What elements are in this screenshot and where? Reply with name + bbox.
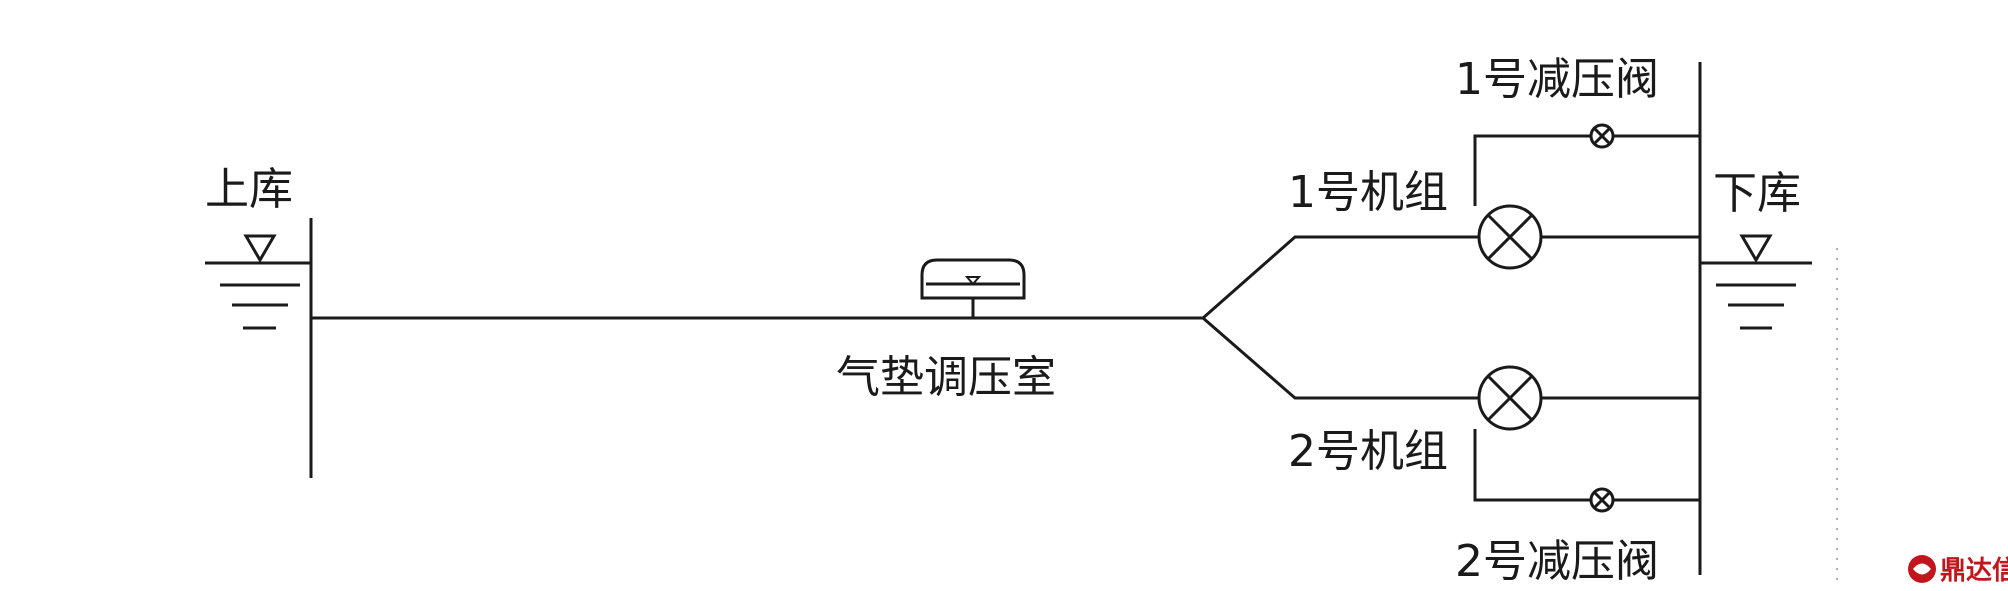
surge-chamber-tank bbox=[920, 258, 1026, 300]
lower-water-level-icon bbox=[1739, 234, 1773, 263]
prv-2-bypass-line bbox=[1473, 429, 1700, 502]
watermark-text: 鼎达信 bbox=[1940, 556, 2008, 586]
watermark-logo-mark bbox=[1913, 563, 1931, 575]
unit-1-circle bbox=[1477, 204, 1543, 270]
unit-2-turbine bbox=[1477, 365, 1543, 431]
surge-chamber-label: 气垫调压室 bbox=[836, 352, 1056, 403]
branch-unit-2 bbox=[1202, 316, 1478, 400]
air-cushion-surge-chamber bbox=[920, 258, 1026, 318]
prv-2-valve bbox=[1589, 487, 1615, 513]
unit-2-circle bbox=[1477, 365, 1543, 431]
unit-1-label: 1号机组 bbox=[1288, 167, 1448, 218]
surge-chamber-level-icon bbox=[964, 276, 982, 286]
upper-water-level-icon bbox=[243, 234, 277, 263]
prv-1-bypass-line bbox=[1473, 134, 1700, 206]
branch-unit-1 bbox=[1202, 235, 1478, 320]
watermark: 鼎达信 bbox=[1908, 555, 2008, 586]
upper-reservoir bbox=[205, 218, 313, 478]
prv-1-cross-b bbox=[1592, 126, 1612, 146]
lower-reservoir bbox=[1698, 62, 1812, 575]
prv-2-label: 2号减压阀 bbox=[1455, 536, 1659, 587]
upper-reservoir-label: 上库 bbox=[205, 164, 293, 215]
unit-1-cross-b bbox=[1486, 213, 1534, 261]
unit-1-turbine bbox=[1477, 204, 1543, 270]
lower-reservoir-label: 下库 bbox=[1713, 168, 1801, 219]
unit-2-label: 2号机组 bbox=[1288, 426, 1448, 477]
prv-1-label: 1号减压阀 bbox=[1455, 54, 1659, 105]
prv-1-valve bbox=[1589, 123, 1615, 149]
prv-2-cross-b bbox=[1592, 490, 1612, 510]
unit-2-cross-b bbox=[1486, 374, 1534, 422]
